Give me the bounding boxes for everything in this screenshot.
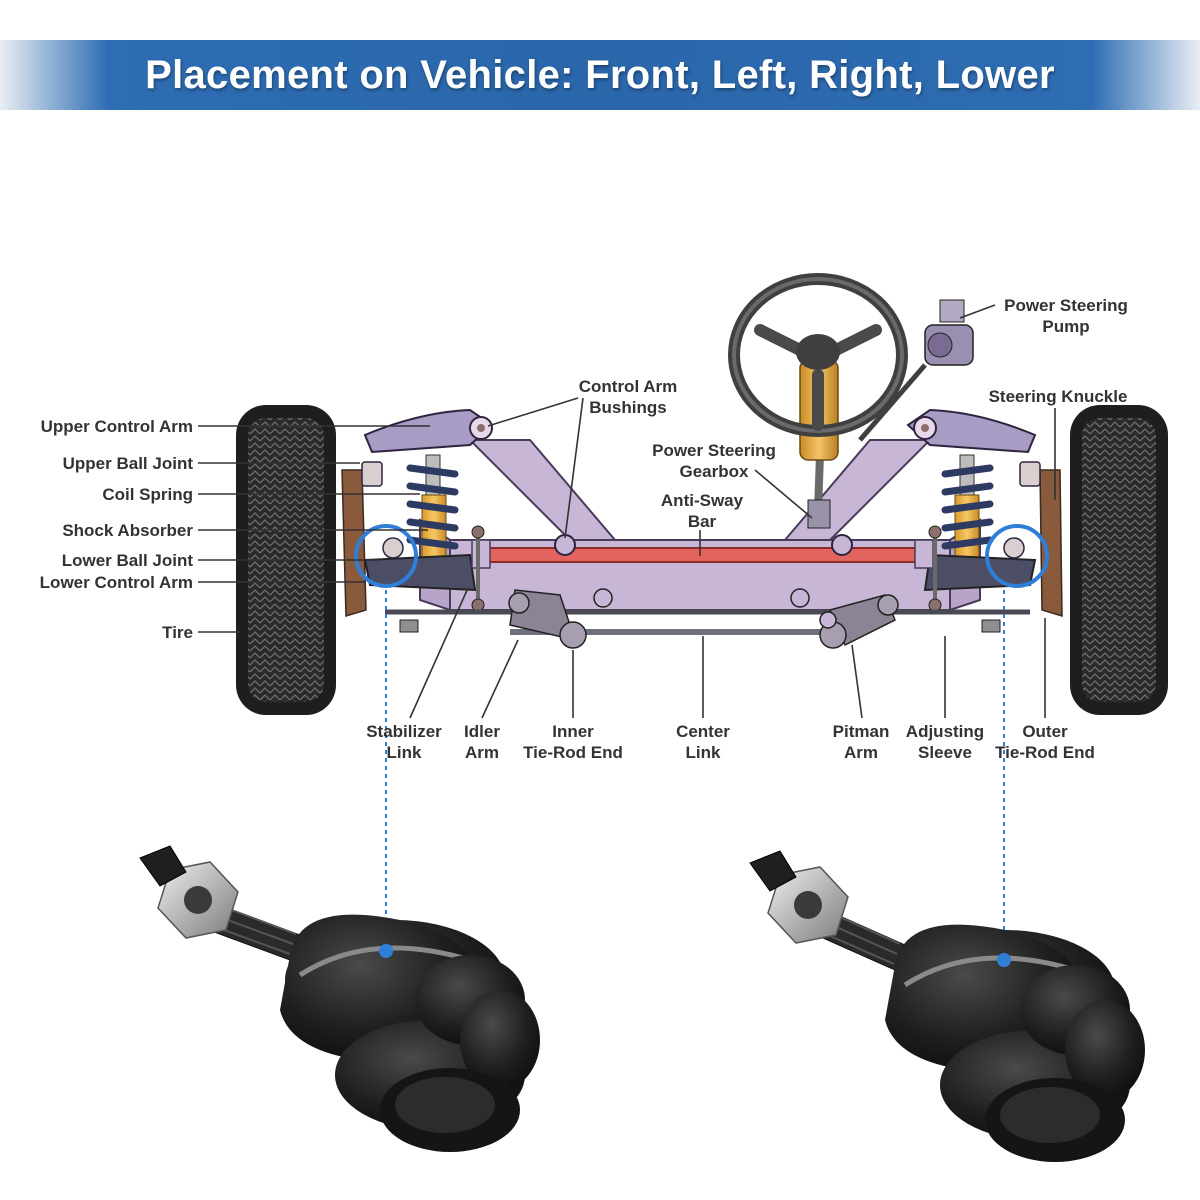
label-center-link-line1: Center — [676, 722, 730, 741]
label-tire: Tire — [162, 623, 193, 642]
ball-joint-left-icon — [139, 845, 540, 1152]
label-inner-tie-rod-end-line2: Tie-Rod End — [523, 743, 623, 762]
upper-ball-joint-left — [361, 461, 383, 487]
knuckle-left — [341, 469, 367, 617]
adjusting-sleeve-right — [981, 619, 1001, 633]
marker-dot-left — [379, 944, 393, 958]
label-outer-tie-rod-end-line2: Tie-Rod End — [995, 743, 1095, 762]
label-idler-arm-line1: Idler — [464, 722, 500, 741]
label-power-steering-gearbox-line1: Power Steering — [652, 441, 776, 460]
stabilizer-link-right — [928, 525, 942, 612]
stabilizer-link-left — [471, 525, 485, 612]
coil-spring-right — [941, 464, 994, 550]
lower-ball-joint-left — [382, 537, 404, 559]
power-steering-pump — [858, 299, 974, 442]
lower-control-arm-left — [363, 553, 477, 592]
label-upper-ball-joint: Upper Ball Joint — [63, 454, 194, 473]
label-power-steering-pump-line2: Pump — [1042, 317, 1089, 336]
steering-wheel-icon — [728, 273, 908, 437]
label-stabilizer-link-line2: Link — [387, 743, 422, 762]
label-inner-tie-rod-end-line1: Inner — [552, 722, 594, 741]
label-outer-tie-rod-end-line1: Outer — [1022, 722, 1068, 741]
adjusting-sleeve-left — [399, 619, 419, 633]
coil-spring-left — [406, 464, 459, 550]
highlight-circle-right — [985, 524, 1049, 588]
label-lower-control-arm: Lower Control Arm — [40, 573, 193, 592]
highlight-circle-left — [354, 524, 418, 588]
inner-tie-rod-end-left — [559, 621, 587, 649]
label-control-arm-bushings-line2: Bushings — [589, 398, 666, 417]
page-title: Placement on Vehicle: Front, Left, Right… — [145, 52, 1055, 97]
label-power-steering-pump-line1: Power Steering — [1004, 296, 1128, 315]
label-adjusting-sleeve-line1: Adjusting — [906, 722, 984, 741]
label-anti-sway-bar-line2: Bar — [688, 512, 717, 531]
label-coil-spring: Coil Spring — [102, 485, 193, 504]
upper-ball-joint-right — [1019, 461, 1041, 487]
label-steering-knuckle: Steering Knuckle — [989, 387, 1128, 406]
label-pitman-arm-line1: Pitman — [833, 722, 890, 741]
center-link — [385, 609, 1030, 635]
knuckle-right — [1039, 469, 1063, 618]
label-control-arm-bushings-line1: Control Arm — [579, 377, 678, 396]
anti-sway-bar — [474, 547, 936, 563]
lower-control-arm-right — [923, 553, 1037, 592]
label-center-link-line2: Link — [686, 743, 721, 762]
upper-control-arm-right — [906, 408, 1037, 454]
label-stabilizer-link-line1: Stabilizer — [366, 722, 442, 741]
tire-right-icon — [1070, 405, 1168, 715]
marker-dot-right — [997, 953, 1011, 967]
label-shock-absorber: Shock Absorber — [62, 521, 193, 540]
leader-lines — [198, 304, 1056, 719]
label-pitman-arm-line2: Arm — [844, 743, 878, 762]
label-anti-sway-bar-line1: Anti-Sway — [661, 491, 744, 510]
label-power-steering-gearbox-line2: Gearbox — [680, 462, 750, 481]
ball-joint-right-icon — [749, 850, 1145, 1162]
label-adjusting-sleeve-line2: Sleeve — [918, 743, 972, 762]
lower-ball-joint-right — [1003, 537, 1025, 559]
title-banner: Placement on Vehicle: Front, Left, Right… — [0, 40, 1200, 110]
label-lower-ball-joint: Lower Ball Joint — [62, 551, 194, 570]
label-upper-control-arm: Upper Control Arm — [41, 417, 193, 436]
label-idler-arm-line2: Arm — [465, 743, 499, 762]
